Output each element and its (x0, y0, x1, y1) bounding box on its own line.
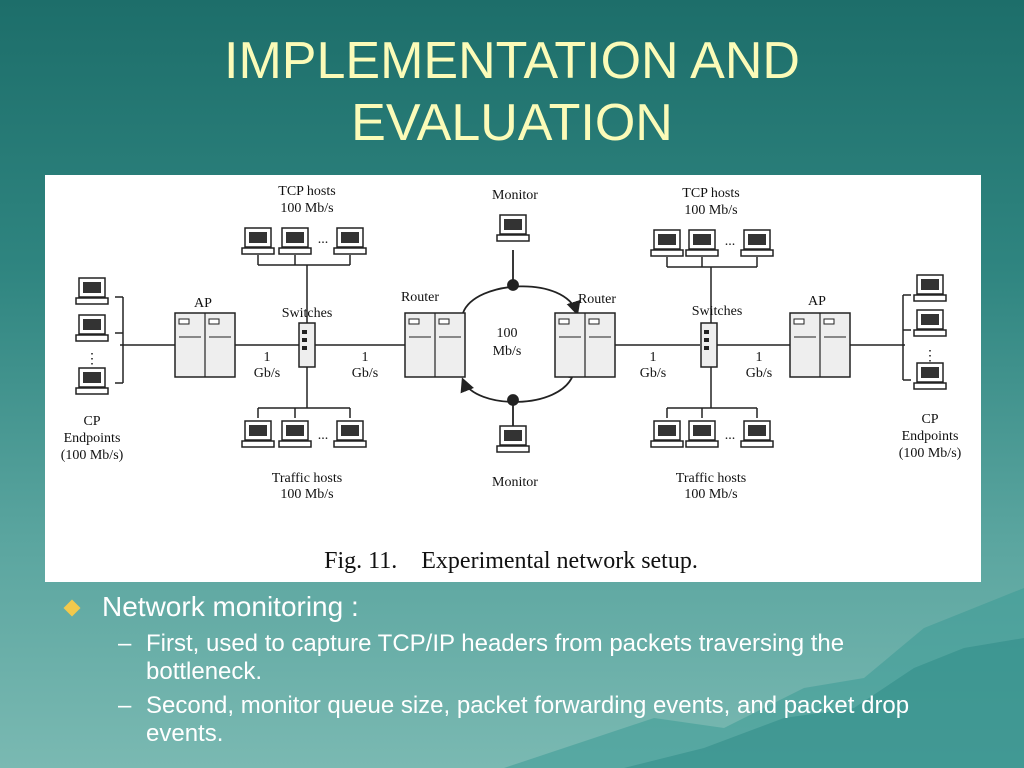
switches-left-label: Switches (282, 306, 333, 321)
switches-right-label: Switches (692, 304, 743, 319)
host-tree-links (257, 255, 758, 418)
endpoints-left-label: Endpoints (64, 431, 121, 446)
bullet-network-monitoring: Network monitoring : (60, 590, 960, 624)
switch-right (700, 322, 718, 368)
title-line-1: IMPLEMENTATION AND (224, 32, 800, 90)
router-left-label: Router (401, 290, 439, 305)
cp-left-label: CP (83, 414, 100, 429)
loop-rate-value: 100 (497, 326, 518, 341)
title-line-2: EVALUATION (351, 94, 673, 152)
sub-bullet-2: – Second, monitor queue size, packet for… (60, 692, 960, 748)
monitor-bottom-label: Monitor (492, 475, 538, 490)
network-diagram: TCP hosts 100 Mb/s TCP hosts 100 Mb/s Tr… (61, 184, 962, 574)
sub-bullet-1: – First, used to capture TCP/IP headers … (60, 630, 960, 686)
tcp-hosts-left-rate: 100 Mb/s (280, 201, 333, 216)
tcp-hosts-right-rate: 100 Mb/s (684, 203, 737, 218)
ap-left (174, 312, 236, 378)
mountain-decoration (504, 588, 1024, 768)
ellipsis-3: ... (725, 234, 736, 249)
link-right-2: 1 (756, 350, 763, 365)
link-left-2-unit: Gb/s (352, 366, 378, 381)
link-right-1-unit: Gb/s (640, 366, 666, 381)
slide-title: IMPLEMENTATION AND EVALUATION (0, 30, 1024, 154)
endpoints-right-label: Endpoints (902, 429, 959, 444)
cp-endpoints-right-links (902, 294, 911, 381)
tcp-hosts-left-label: TCP hosts (278, 184, 335, 199)
network-diagram-figure: TCP hosts 100 Mb/s TCP hosts 100 Mb/s Tr… (45, 175, 981, 582)
dash-bullet-icon: – (118, 692, 132, 719)
bullet-text: Network monitoring : (102, 591, 359, 622)
link-left-1: 1 (264, 350, 271, 365)
ellipsis-1: ... (318, 232, 329, 247)
ellipsis-2: ... (318, 428, 329, 443)
switch-left (298, 322, 316, 368)
traffic-hosts-right-rate: 100 Mb/s (684, 487, 737, 502)
traffic-hosts-right-label: Traffic hosts (676, 471, 746, 486)
cp-right-label: CP (921, 412, 938, 427)
router-right-label: Router (578, 292, 616, 307)
ap-right-label: AP (808, 294, 826, 309)
diamond-bullet-icon (63, 599, 81, 617)
traffic-hosts-left-rate: 100 Mb/s (280, 487, 333, 502)
link-left-1-unit: Gb/s (254, 366, 280, 381)
loop-rate-unit: Mb/s (493, 344, 522, 359)
ellipsis-4: ... (725, 428, 736, 443)
ap-right (789, 312, 851, 378)
cp-right-rate: (100 Mb/s) (899, 446, 962, 461)
link-left-2: 1 (362, 350, 369, 365)
bullet-list: Network monitoring : – First, used to ca… (60, 590, 960, 748)
cp-left-rate: (100 Mb/s) (61, 448, 124, 463)
figure-caption: Fig. 11. Experimental network setup. (324, 548, 698, 574)
diagram-labels: TCP hosts 100 Mb/s TCP hosts 100 Mb/s Tr… (61, 184, 962, 502)
cp-endpoints-left-links (115, 296, 124, 384)
router-right (554, 312, 616, 378)
link-right-1: 1 (650, 350, 657, 365)
tcp-hosts-right-label: TCP hosts (682, 186, 739, 201)
sub-bullet-text: First, used to capture TCP/IP headers fr… (146, 630, 845, 685)
ap-left-label: AP (194, 296, 212, 311)
router-left (404, 312, 466, 378)
vdots-right: ⋮ (923, 349, 937, 364)
sub-bullet-text: Second, monitor queue size, packet forwa… (146, 692, 910, 747)
traffic-hosts-left-label: Traffic hosts (272, 471, 342, 486)
dash-bullet-icon: – (118, 630, 132, 657)
link-right-2-unit: Gb/s (746, 366, 772, 381)
monitor-top-label: Monitor (492, 188, 538, 203)
vdots-left: ⋮ (85, 352, 99, 367)
